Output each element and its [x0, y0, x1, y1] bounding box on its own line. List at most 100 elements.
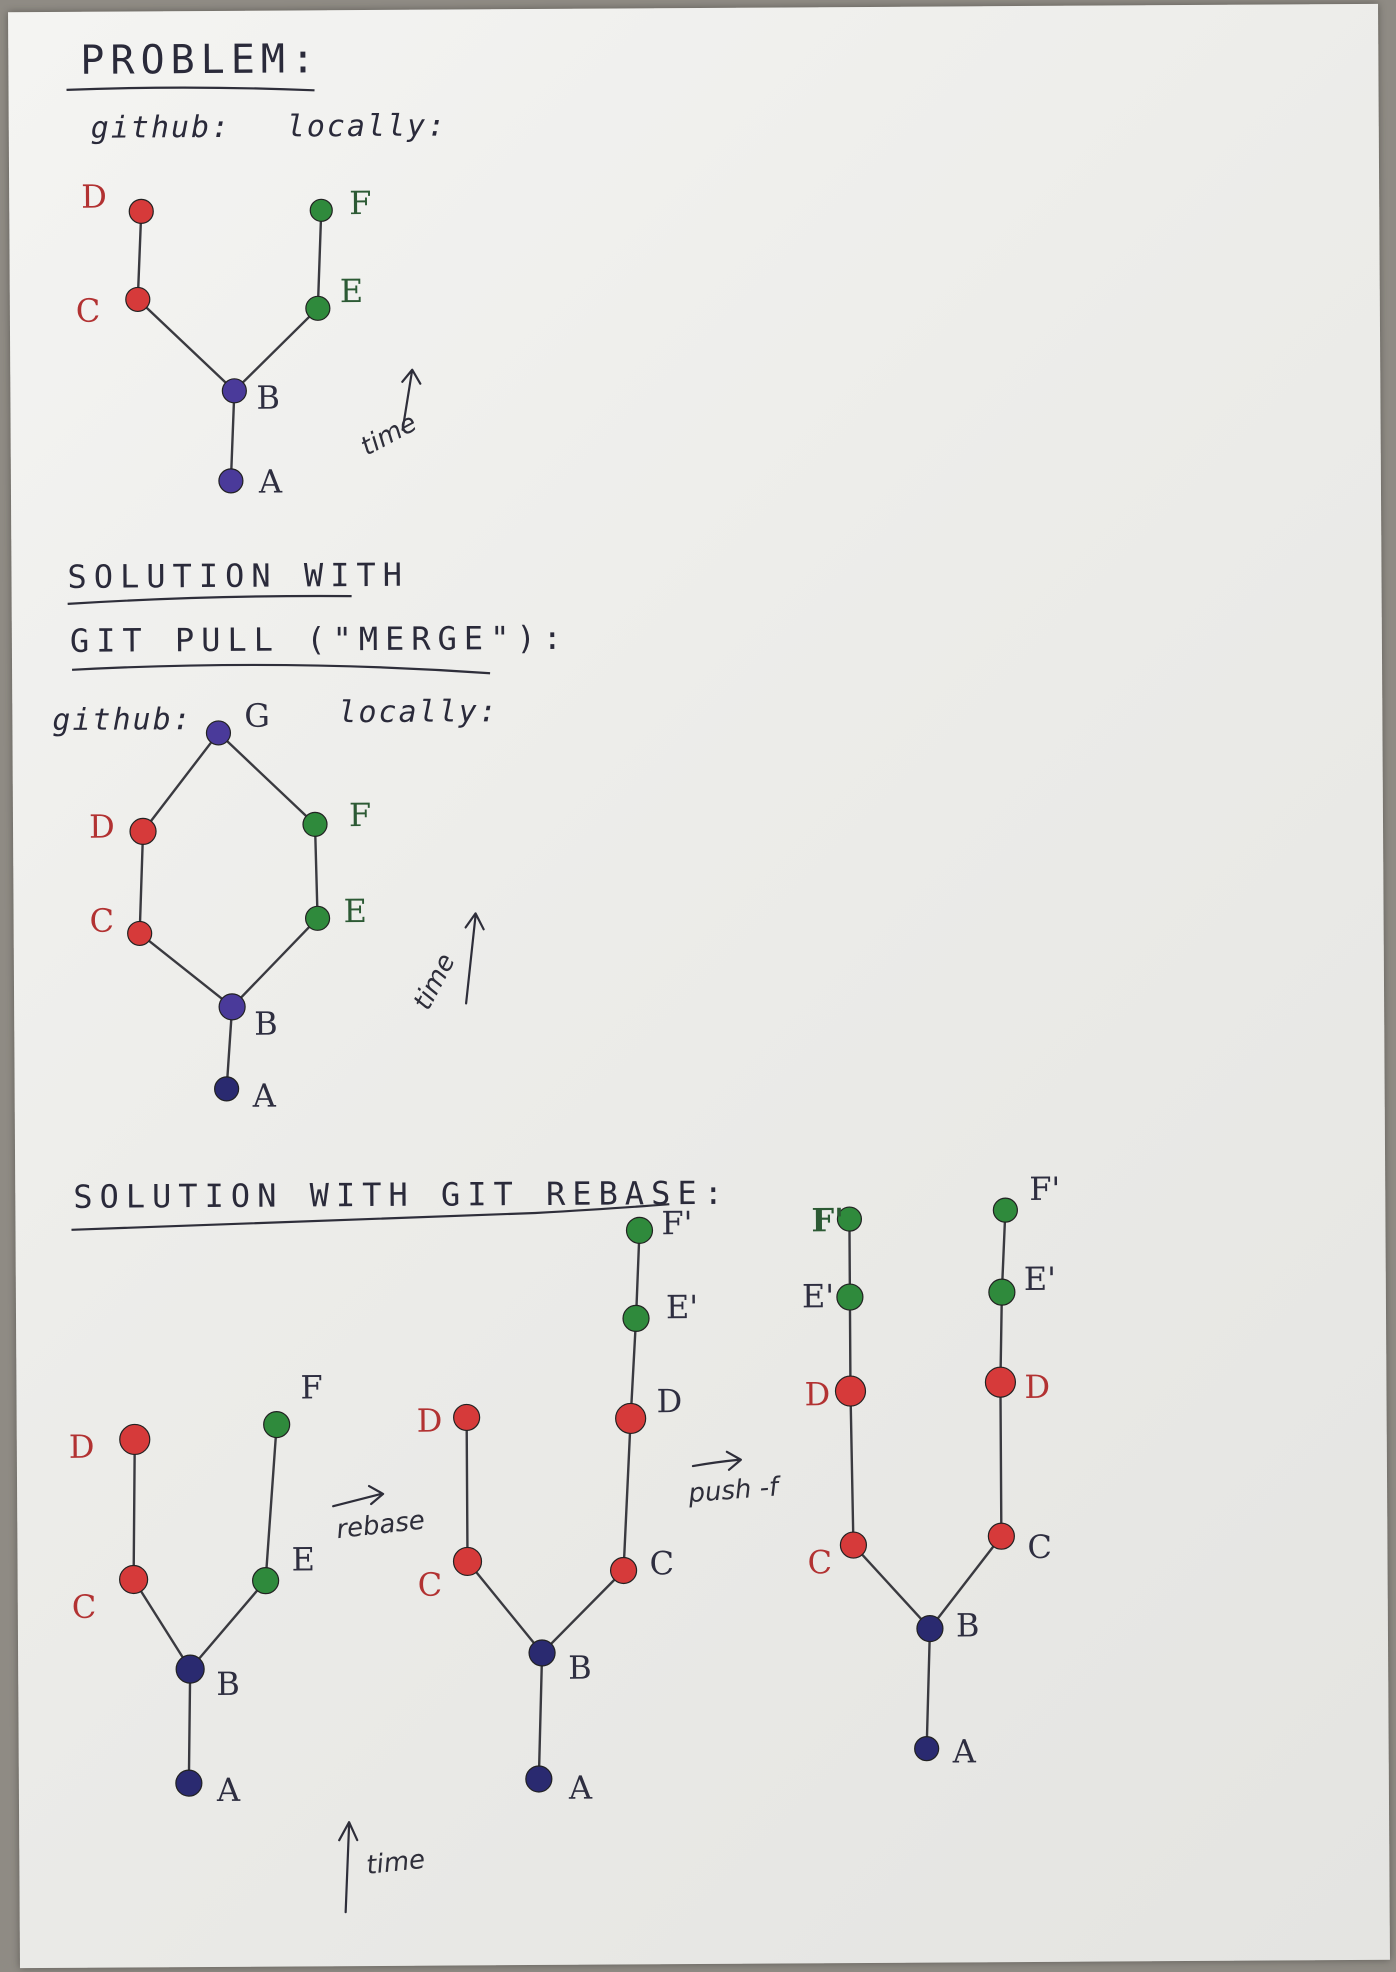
commit-a-label: A — [258, 463, 283, 501]
commit-f-prime-remote-node — [992, 1197, 1018, 1223]
commit-e-prime-remote-label: E' — [1024, 1260, 1056, 1298]
time-arrow-icon — [401, 368, 422, 431]
rebase-section: SOLUTION WITH GIT REBASE: D C F E B A re… — [69, 1170, 1061, 1914]
commit-e-node — [305, 295, 331, 321]
edge-a-b — [229, 389, 236, 483]
problem-section: PROBLEM: github: locally: D C F E B A ti… — [66, 36, 448, 501]
commit-b-node — [221, 378, 247, 404]
rebase-time-label: time — [365, 1845, 427, 1881]
commit-d-remote-node — [984, 1366, 1017, 1398]
commit-d-node — [119, 1423, 151, 1456]
edge-b-c-right — [928, 1534, 1003, 1630]
rebase-graph-after-local: D C F' E' D C B A — [417, 1204, 699, 1807]
commit-e-label: E — [340, 272, 364, 310]
edge-c-d-right — [622, 1417, 632, 1572]
commit-d-node — [453, 1403, 481, 1432]
edge-g-d — [141, 731, 220, 833]
commit-f-label: F — [300, 1368, 322, 1406]
merge-locally-label: locally: — [338, 694, 499, 730]
commit-d-rebased-node — [615, 1402, 647, 1435]
edge-b-c — [136, 298, 236, 393]
edge-c-d-right — [999, 1380, 1003, 1538]
commit-e-prime-label: E' — [666, 1288, 698, 1326]
commit-a-node — [218, 468, 244, 494]
edge-a-b-merge — [225, 1005, 234, 1091]
commit-d-node — [129, 817, 157, 845]
commit-f-prime-label: F' — [661, 1204, 692, 1242]
commit-f-prime-remote-label: F' — [1029, 1170, 1060, 1208]
git-history-diagram: PROBLEM: github: locally: D C F E B A ti… — [52, 36, 1061, 1914]
commit-e-prime-node — [836, 1283, 864, 1311]
edge-b-e — [188, 1579, 267, 1671]
rebase-graph-before: D C F E B A — [69, 1368, 323, 1809]
commit-a-node — [175, 1769, 203, 1797]
commit-c-node — [452, 1546, 483, 1577]
rebase-heading: SOLUTION WITH GIT REBASE: — [73, 1174, 730, 1216]
edge-a-b — [187, 1667, 192, 1785]
edge-g-f — [217, 731, 317, 826]
commit-f-node — [302, 811, 328, 837]
commit-e-prime-node — [622, 1304, 650, 1332]
merge-heading-line2: GIT PULL ("MERGE"): — [70, 619, 569, 660]
paper-sheet: PROBLEM: github: locally: D C F E B A ti… — [8, 3, 1390, 1969]
edge-b-c — [466, 1560, 544, 1655]
commit-e-label: E — [343, 892, 367, 930]
merge-time-label: time — [408, 949, 462, 1015]
merge-section: SOLUTION WITH GIT PULL ("MERGE"): github… — [52, 556, 569, 1115]
commit-c-rebased-label: C — [649, 1544, 674, 1582]
edge-b-e-merge — [230, 917, 319, 1009]
commit-b-label: B — [568, 1649, 592, 1687]
commit-a-node — [525, 1765, 553, 1793]
commit-c-node — [127, 920, 153, 947]
commit-c-node — [125, 286, 151, 313]
commit-b-label: B — [254, 1005, 278, 1043]
commit-e-prime-label: E' — [802, 1277, 834, 1315]
edge-e-f — [316, 209, 323, 310]
commit-f-label: F — [349, 184, 371, 222]
commit-a-label: A — [216, 1771, 241, 1809]
edge-c-d-left — [849, 1389, 855, 1547]
commit-a-label: A — [568, 1769, 593, 1807]
merge-github-label: github: — [52, 702, 193, 738]
commit-b-node — [528, 1639, 556, 1667]
commit-b-label: B — [256, 379, 280, 417]
commit-c-remote-label: C — [1027, 1528, 1052, 1566]
edge-a-b — [925, 1627, 932, 1750]
commit-b-label: B — [956, 1606, 980, 1644]
edge-e-prime-f-prime-right — [1000, 1208, 1007, 1294]
commit-f-node — [309, 198, 333, 222]
push-force-label: push -f — [686, 1472, 783, 1509]
time-arrow-icon — [464, 912, 485, 1005]
commit-c-remote-node — [987, 1522, 1015, 1550]
commit-f-prime-label: F' — [811, 1201, 844, 1239]
commit-e-node — [304, 905, 331, 931]
commit-c-label: C — [72, 1588, 97, 1626]
commit-b-node — [916, 1615, 944, 1643]
rebase-graph-after-push: F' E' D C F' E' D C B A — [802, 1170, 1061, 1771]
commit-d-label: D — [804, 1375, 830, 1413]
edge-e-prime-f-prime — [634, 1229, 641, 1320]
commit-e-label: E — [291, 1540, 315, 1578]
commit-b-label: B — [216, 1665, 240, 1703]
commit-c-rebased-node — [609, 1556, 638, 1585]
commit-g-node — [205, 720, 232, 746]
commit-a-node — [214, 1076, 240, 1102]
edge-c-d-merge — [138, 830, 145, 935]
commit-a-node — [914, 1736, 940, 1762]
rebase-heading-underline — [71, 1203, 670, 1231]
commit-f-prime-node — [625, 1216, 654, 1244]
commit-d-node — [128, 198, 154, 224]
problem-locally-label: locally: — [287, 109, 448, 145]
commit-c-node — [119, 1564, 149, 1595]
edge-b-c-left — [852, 1543, 932, 1630]
push-arrow-icon — [691, 1450, 742, 1471]
commit-b-node — [175, 1654, 205, 1684]
commit-f-node — [263, 1410, 291, 1439]
commit-d-label: D — [417, 1402, 443, 1440]
edge-d-e-prime — [629, 1317, 638, 1420]
edge-c-d — [136, 210, 143, 301]
rebase-arrow-icon — [332, 1484, 385, 1508]
edge-c-d — [132, 1438, 136, 1581]
commit-d-node — [834, 1375, 867, 1407]
commit-d-rebased-label: D — [656, 1382, 682, 1420]
